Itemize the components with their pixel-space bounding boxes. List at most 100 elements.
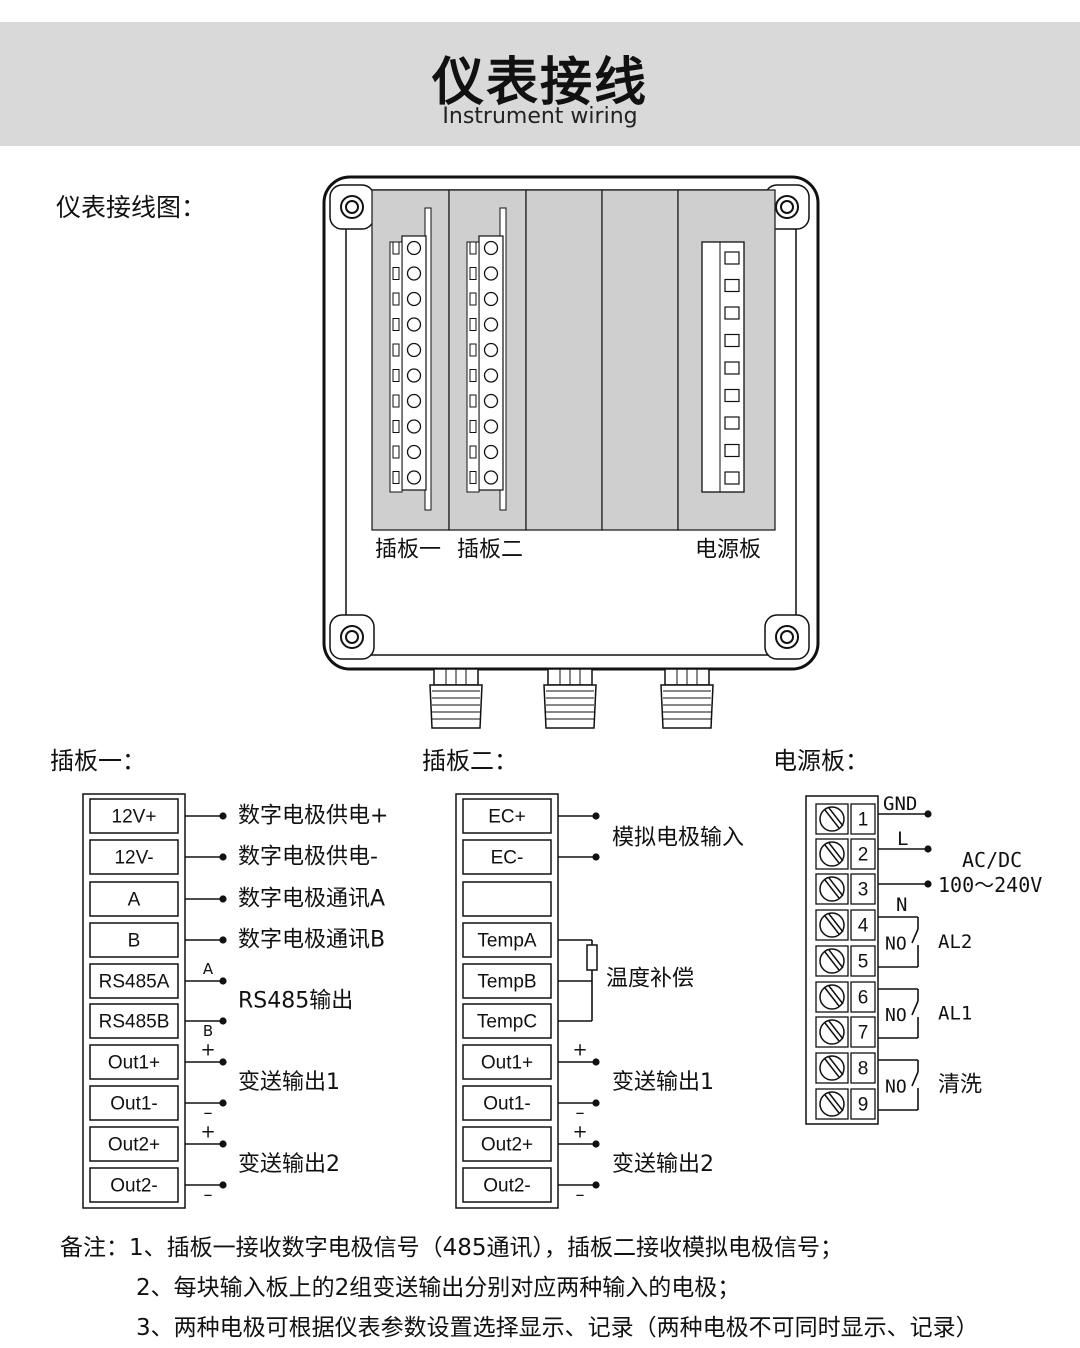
terminal-dot — [219, 1017, 227, 1025]
board2-terminal-label: Out1- — [483, 1094, 531, 1115]
power-dot — [924, 845, 932, 853]
terminal-screw — [406, 342, 422, 358]
power-terminal-number: 1 — [858, 810, 869, 831]
power-terminal-slot — [724, 251, 740, 265]
terminal-dot — [592, 1140, 600, 1148]
minus-mark: – — [204, 1185, 213, 1206]
wiring-diagram: 插板一插板二电源板 插板一：12V+12V-ABRS485ARS485BOut1… — [50, 175, 1042, 1209]
board2-terminal-TempB — [462, 963, 552, 999]
l-label: L — [897, 828, 908, 850]
board2-terminal-label: EC+ — [488, 807, 526, 828]
terminal-screw — [483, 266, 499, 281]
power-section-title: 电源板： — [773, 747, 869, 775]
terminal-slot — [469, 267, 477, 280]
plus-mark: + — [200, 1040, 215, 1061]
terminal-slot — [392, 445, 400, 459]
slot-label-board2: 插板二 — [457, 538, 523, 563]
board1-terminal-label: Out1- — [110, 1094, 158, 1115]
power-screw-slot — [828, 877, 844, 897]
power-screw-slot — [828, 1020, 844, 1040]
terminal-slot — [392, 343, 400, 357]
notes-prefix: 备注： — [60, 1235, 129, 1261]
board1-signal-label: 数字电极通讯B — [238, 928, 385, 953]
power-terminal-slot — [724, 443, 740, 458]
terminal-screw — [406, 368, 422, 383]
board-slot — [601, 189, 679, 531]
power-number-box — [850, 838, 876, 870]
relay-name-label: 清洗 — [938, 1073, 982, 1098]
terminal-slot — [392, 267, 400, 280]
screw-inner — [345, 630, 359, 644]
power-number-box — [850, 803, 876, 835]
minus-mark: – — [576, 1185, 585, 1206]
board1-terminal-label: B — [128, 931, 141, 952]
relay-contact — [911, 928, 919, 944]
board2-terminal-label: Out2+ — [481, 1135, 533, 1156]
power-number-box — [850, 873, 876, 905]
terminal-slot — [469, 369, 477, 382]
board2-terminal-block: 插板二：EC+EC-TempATempBTempCOut1+Out1-Out2+… — [422, 747, 744, 1209]
terminal-slot — [469, 445, 477, 459]
board2-terminal-Out1- — [462, 1085, 552, 1121]
plus-mark: + — [200, 1122, 215, 1143]
board1-terminal-label: RS485B — [99, 1012, 170, 1033]
power-screw-slot — [824, 951, 840, 971]
n-label: N — [896, 894, 907, 916]
power-screw-slot — [828, 913, 844, 933]
power-number-box — [850, 1052, 876, 1084]
terminal-slot — [392, 241, 400, 255]
power-terminal-number: 8 — [858, 1059, 869, 1080]
board1-terminal-Out1+ — [89, 1044, 179, 1080]
minus-mark: – — [204, 1103, 213, 1124]
power-terminal-number: 5 — [858, 952, 869, 973]
terminal-screw — [483, 393, 499, 409]
power-terminal-number: 2 — [858, 845, 869, 866]
screw-inner — [345, 200, 359, 214]
terminal-slot — [392, 394, 400, 408]
note-line-2: 2、每块输入板上的2组变送输出分别对应两种输入的电极； — [136, 1275, 741, 1301]
power-terminal-slot — [724, 361, 740, 375]
board1-terminal-RS485A — [89, 963, 179, 999]
note-line-1: 1、插板一接收数字电极信号（485通讯），插板二接收模拟电极信号； — [129, 1235, 844, 1261]
relay-contact — [911, 1000, 919, 1016]
board1-terminal-12V+ — [89, 798, 179, 834]
board1-terminal-label: 12V+ — [112, 807, 157, 828]
terminal-screw — [483, 444, 499, 460]
power-number-box — [850, 1016, 876, 1048]
board1-signal-output: 变送输出2 — [238, 1152, 340, 1177]
terminal-dot — [592, 812, 600, 820]
cable-gland — [660, 684, 714, 729]
terminal-screw — [406, 393, 422, 409]
power-terminal-slot — [724, 333, 740, 348]
minus-mark: – — [576, 1103, 585, 1124]
cable-gland — [429, 684, 483, 729]
terminal-slot — [392, 471, 400, 484]
power-terminal-slot — [724, 306, 740, 320]
board1-terminal-label: RS485A — [99, 972, 170, 993]
board2-signal-ec: 模拟电极输入 — [612, 826, 744, 851]
power-screw-slot — [828, 949, 844, 969]
screw-inner — [780, 630, 794, 644]
plus-mark: + — [572, 1122, 587, 1143]
terminal-slot — [469, 241, 477, 255]
relay-name-label: AL1 — [938, 1003, 972, 1025]
board2-terminal-TempA — [462, 922, 552, 958]
board2-terminal-blank — [462, 881, 552, 917]
power-screw-slot — [824, 987, 840, 1007]
board1-terminal-dot — [219, 895, 227, 903]
power-screw-slot — [824, 879, 840, 899]
power-terminal-number: 9 — [858, 1095, 869, 1116]
board1-signal-label: 数字电极供电- — [238, 845, 378, 870]
terminal-slot — [392, 369, 400, 382]
power-screw-slot — [824, 1094, 840, 1114]
terminal-slot — [392, 318, 400, 331]
board1-terminal-dot — [219, 853, 227, 861]
terminal-screw — [406, 291, 422, 307]
terminal-dot — [219, 1058, 227, 1066]
board1-terminal-Out2- — [89, 1167, 179, 1203]
board2-signal-temp: 温度补偿 — [606, 967, 694, 992]
board1-signal-rs485: RS485输出 — [238, 989, 353, 1014]
power-terminal-number: 3 — [858, 880, 869, 901]
board1-signal-label: 数字电极供电+ — [238, 804, 388, 829]
